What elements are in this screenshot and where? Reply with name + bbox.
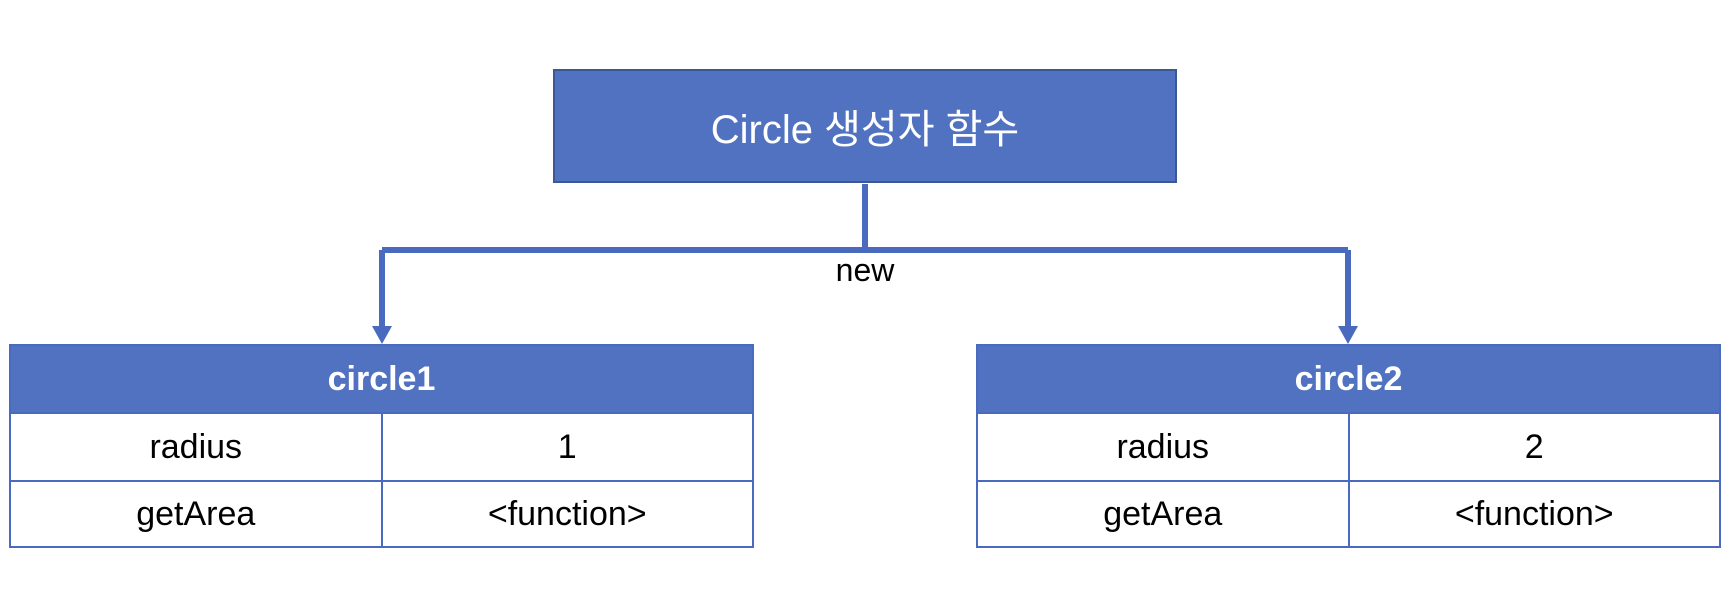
new-keyword-label: new: [835, 252, 895, 288]
right-arrowhead: [1338, 326, 1358, 344]
object-name-header: circle1: [11, 346, 752, 414]
property-row-getarea: getArea <function>: [11, 480, 752, 546]
property-row-getarea: getArea <function>: [978, 480, 1719, 546]
property-key: radius: [978, 414, 1350, 480]
property-value: 1: [557, 427, 577, 466]
property-value: 2: [1524, 427, 1544, 466]
property-value: <function>: [1454, 494, 1614, 533]
property-row-radius: radius 2: [978, 414, 1719, 480]
property-key: getArea: [978, 482, 1350, 546]
property-row-radius: radius 1: [11, 414, 752, 480]
constructor-function-label: Circle 생성자 함수: [710, 108, 1020, 152]
object-name-header: circle2: [978, 346, 1719, 414]
object-table-circle1: circle1 radius 1 getArea <function>: [9, 344, 754, 548]
left-arrowhead: [372, 326, 392, 344]
property-key: getArea: [11, 482, 383, 546]
constructor-function-box: Circle 생성자 함수: [553, 69, 1177, 183]
property-value: <function>: [487, 494, 647, 533]
property-key: radius: [11, 414, 383, 480]
object-table-circle2: circle2 radius 2 getArea <function>: [976, 344, 1721, 548]
